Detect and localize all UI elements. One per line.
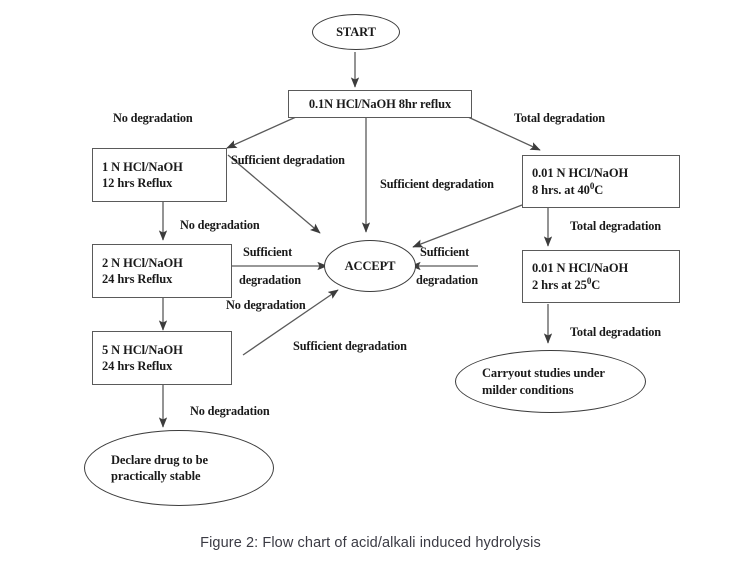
node-condition-001n-25c-degree-sup: 0 bbox=[586, 275, 592, 286]
edge-label-sufficient-degradation-upper-left: Sufficient degradation bbox=[231, 153, 345, 167]
edge-1n-to-accept bbox=[227, 154, 321, 234]
edge-001n-40c-to-accept bbox=[412, 204, 523, 248]
node-milder-conditions-line1: Carryout studies under bbox=[482, 366, 605, 380]
node-start-label: START bbox=[336, 24, 376, 39]
edge-label-no-degradation-5n: No degradation bbox=[190, 404, 270, 418]
node-condition-001n-25c-line2: 2 hrs at 250C bbox=[532, 275, 601, 294]
node-condition-001n-40c-line2: 8 hrs. at 400C bbox=[532, 180, 604, 199]
node-initial-condition-label: 0.1N HCl/NaOH 8hr reflux bbox=[308, 96, 452, 111]
node-condition-1n-line1: 1 N HCl/NaOH bbox=[102, 159, 183, 174]
node-start[interactable]: START bbox=[312, 14, 400, 50]
edge-initial-to-1n bbox=[226, 116, 297, 149]
edge-label-total-degradation-top-right: Total degradation bbox=[514, 111, 605, 125]
node-milder-conditions-line2: milder conditions bbox=[482, 382, 574, 397]
edge-label-sufficient-degradation-2n-line1: Sufficient bbox=[243, 245, 293, 259]
node-condition-001n-25c-line2-post: C bbox=[591, 277, 601, 292]
node-condition-001n-40c-line2-pre: 8 hrs. at 40 bbox=[532, 182, 590, 197]
node-condition-001n-25c-line1: 0.01 N HCl/NaOH bbox=[532, 261, 629, 275]
node-condition-001n-25c-line2-pre: 2 hrs at 25 bbox=[532, 277, 587, 292]
edge-label-sufficient-degradation-5n: Sufficient degradation bbox=[293, 339, 407, 353]
node-condition-2n-line2: 24 hrs Reflux bbox=[102, 272, 173, 286]
edge-label-no-degradation-2n: No degradation bbox=[226, 298, 306, 312]
node-accept[interactable]: ACCEPT bbox=[324, 240, 416, 292]
node-condition-5n-line1: 5 N HCl/NaOH bbox=[102, 342, 183, 357]
node-condition-5n[interactable]: 5 N HCl/NaOH 24 hrs Reflux bbox=[92, 331, 232, 385]
node-milder-conditions[interactable]: Carryout studies under milder conditions bbox=[455, 350, 646, 413]
edge-initial-to-001n-40c bbox=[467, 116, 541, 151]
node-accept-label: ACCEPT bbox=[344, 258, 396, 273]
edge-label-no-degradation-1n: No degradation bbox=[180, 218, 260, 232]
edge-label-no-degradation-top-left: No degradation bbox=[113, 111, 193, 125]
node-condition-001n-40c-degree-sup: 0 bbox=[589, 180, 595, 191]
node-condition-001n-40c-line1: 0.01 N HCl/NaOH bbox=[532, 166, 629, 180]
edge-label-total-degradation-25c: Total degradation bbox=[570, 325, 661, 339]
node-condition-1n[interactable]: 1 N HCl/NaOH 12 hrs Reflux bbox=[92, 148, 227, 202]
node-declare-stable-line2: practically stable bbox=[111, 469, 201, 483]
node-condition-001n-40c[interactable]: 0.01 N HCl/NaOH 8 hrs. at 400C bbox=[522, 155, 680, 208]
edge-label-sufficient-degradation-right-line2: degradation bbox=[416, 273, 478, 287]
node-declare-stable-line1: Declare drug to be bbox=[111, 452, 208, 467]
figure-caption: Figure 2: Flow chart of acid/alkali indu… bbox=[200, 535, 541, 551]
node-condition-2n[interactable]: 2 N HCl/NaOH 24 hrs Reflux bbox=[92, 244, 232, 298]
node-condition-1n-line2: 12 hrs Reflux bbox=[102, 176, 173, 190]
edge-label-sufficient-degradation-upper-right: Sufficient degradation bbox=[380, 177, 494, 191]
node-condition-001n-40c-line2-post: C bbox=[594, 182, 604, 197]
edge-label-sufficient-degradation-2n-line2: degradation bbox=[239, 273, 301, 287]
edge-label-sufficient-degradation-right-line1: Sufficient bbox=[420, 245, 470, 259]
node-condition-001n-25c[interactable]: 0.01 N HCl/NaOH 2 hrs at 250C bbox=[522, 250, 680, 303]
node-condition-5n-line2: 24 hrs Reflux bbox=[102, 359, 173, 373]
node-declare-stable[interactable]: Declare drug to be practically stable bbox=[84, 430, 274, 506]
edge-5n-to-accept bbox=[242, 289, 339, 356]
node-initial-condition[interactable]: 0.1N HCl/NaOH 8hr reflux bbox=[288, 90, 472, 118]
node-condition-2n-line1: 2 N HCl/NaOH bbox=[102, 255, 183, 270]
edge-label-total-degradation-40c: Total degradation bbox=[570, 219, 661, 233]
